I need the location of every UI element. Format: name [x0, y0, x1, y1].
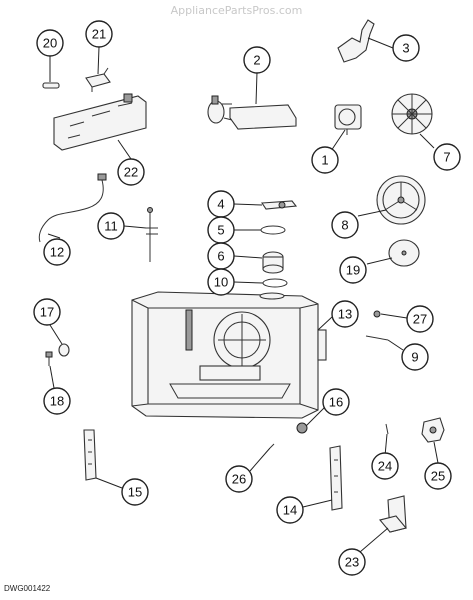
callout-10-label: 10	[214, 275, 228, 290]
callout-5: 5	[207, 216, 235, 244]
callout-16-label: 16	[329, 395, 343, 410]
callout-19: 19	[339, 256, 367, 284]
drawing-id: DWG001422	[4, 584, 51, 593]
part-12-wire-harness	[38, 179, 104, 243]
callout-13: 13	[331, 300, 359, 328]
callout-4-label: 4	[217, 197, 224, 212]
part-22-control-bracket	[53, 93, 147, 151]
callout-20: 20	[36, 29, 64, 57]
part-7-fan	[391, 93, 433, 135]
callout-12: 12	[43, 238, 71, 266]
callout-8: 8	[331, 211, 359, 239]
part-1-motor	[334, 104, 362, 135]
callout-26-label: 26	[232, 472, 246, 487]
part-9-seal	[365, 335, 389, 341]
callout-21-label: 21	[92, 27, 106, 42]
callout-22: 22	[117, 158, 145, 186]
callout-11: 11	[97, 212, 125, 240]
callout-5-label: 5	[217, 223, 224, 238]
callout-26: 26	[225, 465, 253, 493]
part-16-nut	[296, 422, 308, 434]
part-14-right-rail	[329, 445, 343, 511]
callout-11-label: 11	[104, 219, 118, 234]
callout-15: 15	[121, 478, 149, 506]
callout-21: 21	[85, 20, 113, 48]
callout-19-label: 19	[346, 263, 360, 278]
part-6-lamp-housing	[262, 251, 284, 274]
callout-7: 7	[433, 143, 461, 171]
part-5-gasket	[260, 225, 286, 235]
part-12-connector	[97, 173, 107, 181]
callout-23: 23	[338, 548, 366, 576]
callout-3: 3	[392, 34, 420, 62]
part-3-hose	[337, 19, 375, 63]
part-27-screw	[373, 310, 381, 318]
part-4-sensor	[261, 200, 298, 210]
callout-27: 27	[406, 305, 434, 333]
part-17-grommet	[58, 343, 70, 357]
callout-20-label: 20	[43, 36, 57, 51]
callout-18-label: 18	[50, 394, 64, 409]
leader-lines	[47, 37, 439, 553]
part-15-left-rail	[83, 429, 97, 481]
callout-17: 17	[33, 298, 61, 326]
callout-1: 1	[311, 146, 339, 174]
callout-4: 4	[207, 190, 235, 218]
part-18-screw	[45, 351, 53, 366]
callout-13-label: 13	[338, 307, 352, 322]
callout-7-label: 7	[443, 150, 450, 165]
part-10-ring	[262, 278, 288, 288]
callout-23-label: 23	[345, 555, 359, 570]
callout-3-label: 3	[402, 41, 409, 56]
callout-18: 18	[43, 387, 71, 415]
part-8-fan-cover	[376, 175, 426, 225]
callout-24-label: 24	[378, 459, 392, 474]
part-20-gasket	[42, 82, 60, 89]
callout-24: 24	[371, 452, 399, 480]
callout-6: 6	[207, 242, 235, 270]
part-11-probe	[146, 207, 158, 262]
callout-1-label: 1	[321, 153, 328, 168]
callout-27-label: 27	[413, 312, 427, 327]
oven-cavity	[131, 291, 327, 419]
callout-16: 16	[322, 388, 350, 416]
part-drawings	[38, 19, 445, 533]
callout-2-label: 2	[253, 53, 260, 68]
part-21-switch	[85, 67, 111, 92]
part-26-screw	[269, 443, 275, 449]
callout-10: 10	[207, 268, 235, 296]
callout-14-label: 14	[283, 503, 297, 518]
callout-9-label: 9	[411, 350, 418, 365]
callout-12-label: 12	[50, 245, 64, 260]
callout-25-label: 25	[431, 469, 445, 484]
callout-17-label: 17	[40, 305, 54, 320]
callout-6-label: 6	[217, 249, 224, 264]
callout-25: 25	[424, 462, 452, 490]
callout-8-label: 8	[341, 218, 348, 233]
callout-14: 14	[276, 496, 304, 524]
part-19-cover	[388, 239, 420, 267]
site-watermark: AppliancePartsPros.com	[170, 4, 303, 17]
callout-22-label: 22	[124, 165, 138, 180]
callout-2: 2	[243, 46, 271, 74]
part-23-bracket	[379, 495, 407, 533]
part-24-pin	[385, 423, 389, 435]
part-25-thermostat	[421, 417, 445, 443]
part-2-blower-tube	[207, 95, 297, 130]
callout-9: 9	[401, 343, 429, 371]
callout-15-label: 15	[128, 485, 142, 500]
